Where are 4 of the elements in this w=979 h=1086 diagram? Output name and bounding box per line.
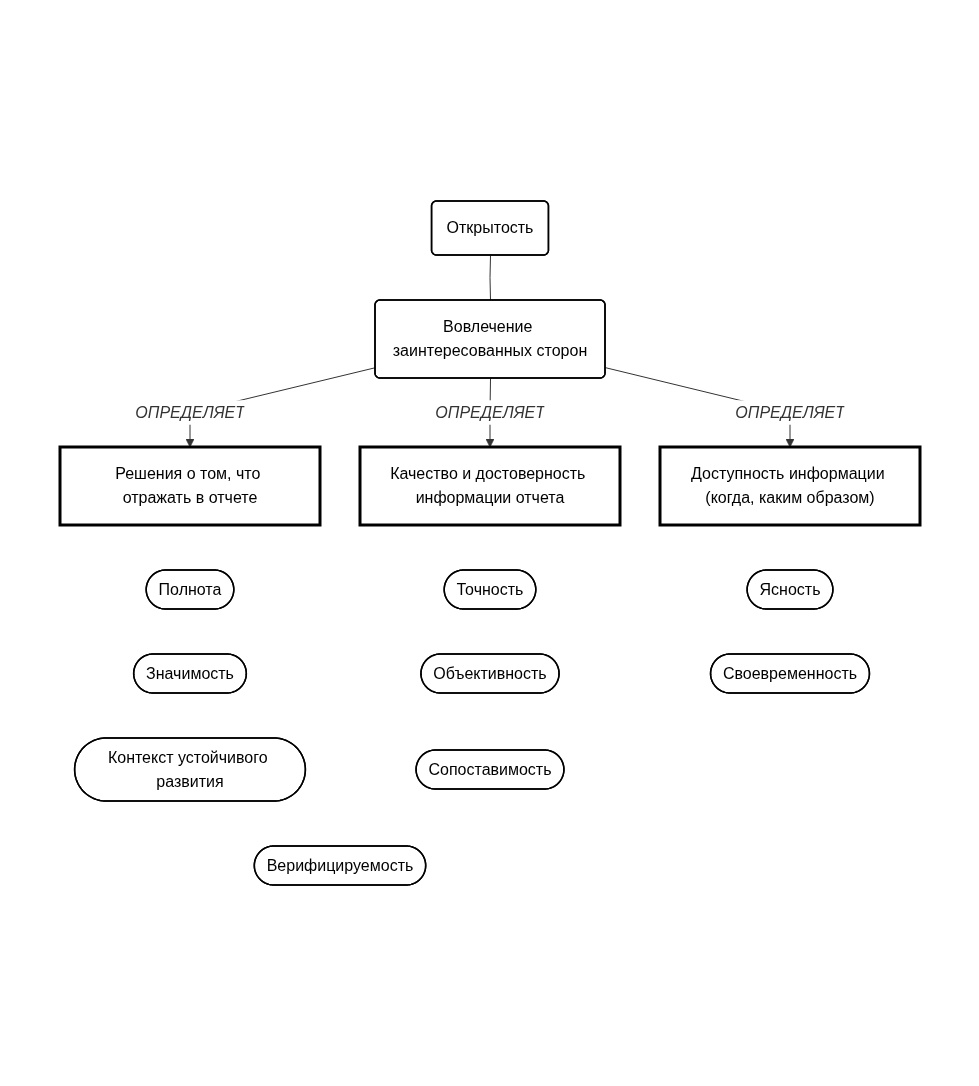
node-box: Доступность информации (когда, каким образом) — [658, 445, 921, 527]
node-box: Качество и достоверность информации отчета — [358, 445, 621, 527]
node-box: Решения о том, что отражать в отчете — [58, 445, 321, 527]
connector — [489, 255, 491, 301]
